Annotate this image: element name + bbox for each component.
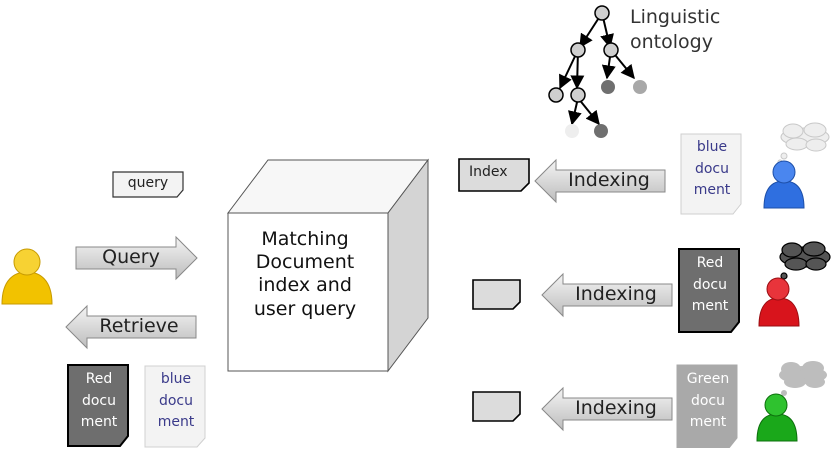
user-icon-red [758, 277, 800, 327]
red-document [678, 248, 740, 333]
tree-node [633, 80, 647, 94]
doc-line: ment [157, 414, 195, 431]
tree-node [565, 124, 579, 138]
empty-index-card-red [472, 279, 521, 310]
red-document-text: Red docu ment [679, 253, 741, 318]
retrieve-arrow-label: Retrieve [99, 315, 179, 337]
matching-line2: Document [255, 251, 355, 274]
doc-line: ment [689, 414, 727, 431]
result-blue-document-text: blue docu ment [145, 369, 207, 434]
query-card-label: query [127, 175, 169, 191]
green-document [676, 364, 738, 449]
indexing-label-red: Indexing [575, 283, 657, 305]
doc-line: docu [694, 160, 730, 177]
doc-line: ment [693, 182, 731, 199]
result-blue-document [144, 365, 206, 448]
query-arrow [75, 235, 198, 281]
result-red-document-text: Red docu ment [68, 369, 130, 434]
query-card [112, 171, 184, 198]
ontology-title-line1: Linguistic [630, 6, 721, 28]
user-icon-blue [763, 160, 805, 209]
ontology-tree [559, 12, 635, 126]
tree-node [603, 42, 619, 58]
empty-index-card-green [472, 391, 521, 422]
tree-node [570, 42, 586, 58]
ontology-title: Linguistic ontology [630, 5, 740, 54]
green-document-text: Green docu ment [677, 369, 739, 434]
matching-cube [226, 158, 430, 373]
doc-line: docu [690, 392, 726, 409]
doc-line: blue [160, 371, 192, 387]
tree-node [570, 87, 586, 103]
doc-line: docu [81, 392, 117, 409]
user-icon-yellow [1, 248, 53, 305]
indexing-label-green: Indexing [575, 397, 657, 419]
thought-cloud-dark [776, 241, 831, 285]
retrieve-arrow [65, 304, 197, 350]
tree-node [601, 80, 615, 94]
matching-line4: user query [253, 297, 357, 320]
indexing-arrow-blue [534, 158, 666, 204]
doc-line: docu [158, 392, 194, 409]
doc-line: ment [691, 298, 729, 315]
doc-line: Red [696, 255, 724, 271]
tree-edge [577, 97, 600, 126]
matching-line3: index and [258, 274, 352, 297]
doc-line: Green [686, 371, 730, 387]
tree-node [594, 124, 608, 138]
user-icon-green [756, 393, 798, 442]
ontology-title-line2: ontology [630, 30, 713, 53]
doc-line: docu [692, 276, 728, 293]
index-card-label: Index [469, 164, 508, 180]
ontology-nodes [548, 5, 647, 138]
doc-line: Red [85, 371, 113, 387]
thought-cloud-grey [777, 361, 827, 401]
query-arrow-label: Query [102, 246, 160, 268]
blue-document [680, 133, 742, 215]
tree-node [548, 87, 564, 103]
thought-cloud-light [777, 122, 830, 165]
indexing-label-blue: Indexing [568, 169, 650, 191]
blue-document-text: blue docu ment [681, 137, 743, 202]
indexing-arrow-green [541, 386, 673, 432]
result-red-document [67, 364, 129, 447]
matching-line1: Matching [261, 228, 349, 250]
cube-front [227, 212, 389, 372]
doc-line: ment [80, 414, 118, 431]
matching-box-label: Matching Document index and user query [230, 228, 380, 321]
indexing-arrow-red [541, 272, 673, 318]
doc-line: blue [696, 139, 728, 155]
index-card [458, 158, 530, 192]
tree-node [594, 5, 610, 21]
